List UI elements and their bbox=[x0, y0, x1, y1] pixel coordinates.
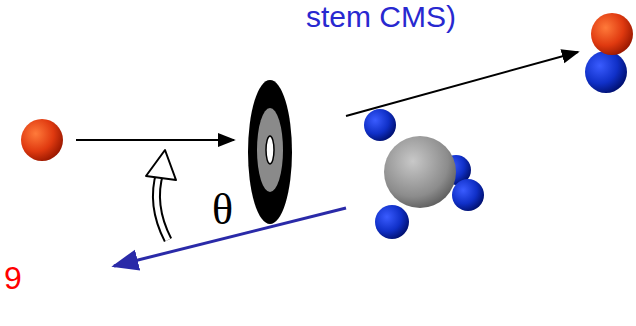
target-disk bbox=[248, 80, 292, 224]
angle-arc-outline bbox=[156, 172, 168, 240]
molecule-atom bbox=[452, 179, 484, 211]
target-ring bbox=[257, 108, 283, 192]
angle-arrowhead bbox=[146, 150, 176, 180]
molecule-atom bbox=[375, 205, 409, 239]
value-text: 9 bbox=[4, 262, 22, 294]
angle-symbol: θ bbox=[212, 188, 233, 232]
slide-heading: stem CMS) bbox=[306, 2, 456, 32]
incoming-arrow bbox=[76, 139, 234, 141]
target-hole bbox=[266, 136, 274, 164]
molecule-atom bbox=[364, 109, 396, 141]
product-atom bbox=[585, 51, 627, 93]
product-atom bbox=[591, 13, 633, 55]
angle-arc bbox=[156, 172, 168, 240]
projectile-atom bbox=[21, 119, 63, 161]
outgoing-arrow bbox=[346, 52, 578, 116]
central-atom bbox=[384, 136, 456, 208]
